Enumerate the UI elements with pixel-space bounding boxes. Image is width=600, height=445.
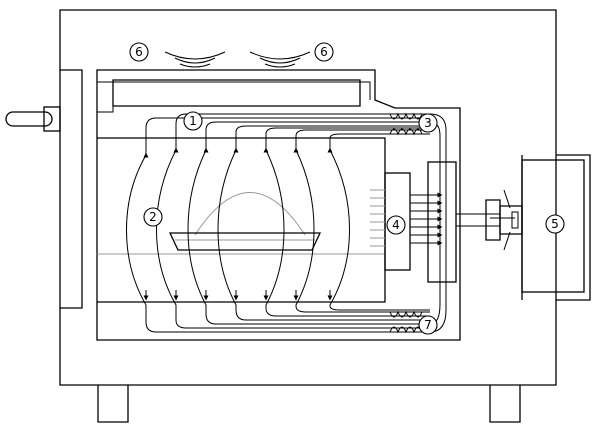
fan-outflow-arrows	[410, 161, 500, 283]
svg-text:5: 5	[551, 217, 559, 231]
svg-text:4: 4	[392, 218, 400, 232]
housing	[59, 9, 591, 386]
grill-waves	[164, 51, 311, 68]
return-ducts	[429, 113, 447, 333]
svg-text:2: 2	[149, 210, 157, 224]
fan-motor	[485, 155, 585, 300]
label-1: 1	[183, 111, 203, 131]
door-handle	[5, 106, 61, 132]
fan-baffle	[370, 172, 411, 271]
label-4: 4	[386, 215, 406, 235]
heater-coil-top	[389, 112, 423, 136]
label-2: 2	[143, 207, 163, 227]
svg-text:1: 1	[189, 114, 197, 128]
feet	[97, 385, 521, 423]
label-7: 7	[418, 315, 438, 335]
svg-text:6: 6	[135, 45, 143, 59]
heater-coil-bottom	[389, 310, 423, 334]
svg-text:6: 6	[320, 45, 328, 59]
label-5: 5	[545, 214, 565, 234]
label-3: 3	[418, 113, 438, 133]
airflow-lines	[126, 113, 430, 333]
label-6-left: 6	[129, 42, 149, 62]
label-6-right: 6	[314, 42, 334, 62]
svg-text:3: 3	[424, 116, 432, 130]
svg-text:7: 7	[424, 318, 432, 332]
